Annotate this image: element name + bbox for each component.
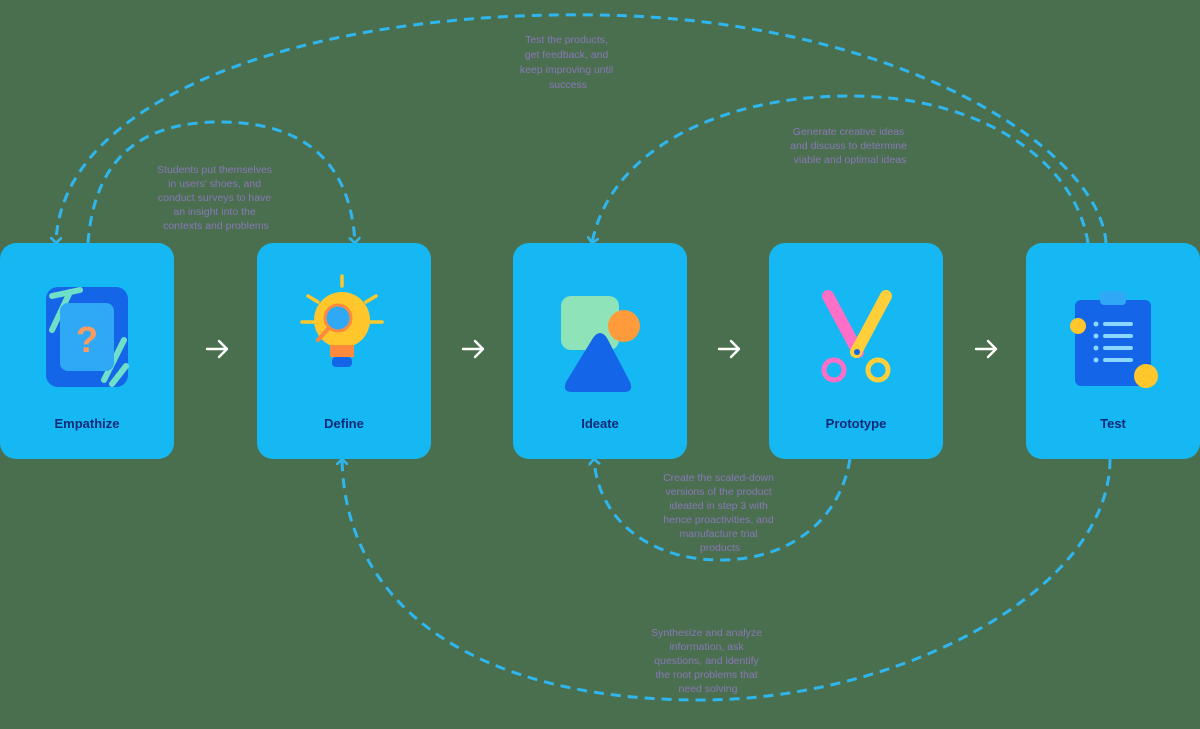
note-line: Students put themselves	[157, 164, 272, 176]
arc-empathize-to-define	[86, 120, 355, 243]
flow-arrow-icon	[717, 339, 741, 359]
note-empathize-to-define: Students put themselves in users' shoes,…	[157, 164, 275, 232]
flow-arrow-icon	[461, 339, 485, 359]
stage-label: Ideate	[581, 416, 619, 431]
scissors-icon	[821, 290, 892, 383]
note-line: products	[700, 542, 740, 554]
note-test-to-define: Synthesize and analyze information, ask …	[651, 627, 765, 695]
note-test-to-empathize: Test the products, get feedback, and kee…	[520, 34, 616, 91]
question-card-icon: ?	[46, 287, 129, 387]
stage-label: Empathize	[54, 416, 119, 431]
note-prototype-to-ideate: Create the scaled-down versions of the p…	[663, 472, 777, 554]
note-line: need solving	[679, 683, 738, 695]
note-line: Synthesize and analyze	[651, 627, 762, 639]
note-line: get feedback, and	[525, 49, 609, 61]
note-line: contexts and problems	[163, 220, 269, 232]
shapes-icon	[561, 296, 640, 392]
stage-test[interactable]: Test	[1026, 243, 1200, 459]
note-line: ideated in step 3 with	[669, 500, 768, 512]
note-line: an insight into the	[173, 206, 255, 218]
note-line: Test the products,	[525, 34, 608, 46]
lightbulb-magnifier-icon	[300, 274, 384, 367]
clipboard-icon	[1070, 291, 1158, 388]
note-line: Generate creative ideas	[793, 126, 904, 138]
arc-test-to-empathize	[56, 13, 1108, 243]
note-line: in users' shoes, and	[168, 178, 261, 190]
note-line: the root problems that	[655, 669, 757, 681]
stage-label: Prototype	[826, 416, 887, 431]
stage-ideate[interactable]: Ideate	[513, 243, 687, 459]
note-line: manufacture trial	[679, 528, 757, 540]
note-line: hence proactivities, and	[663, 514, 773, 526]
arc-test-to-define	[342, 459, 1112, 702]
note-line: Create the scaled-down	[663, 472, 774, 484]
svg-text:?: ?	[76, 319, 98, 360]
note-line: conduct surveys to have	[158, 192, 271, 204]
stage-empathize[interactable]: ? Empathize	[0, 243, 174, 459]
note-line: viable and optimal ideas	[794, 154, 907, 166]
note-test-to-ideate: Generate creative ideas and discuss to d…	[790, 126, 910, 166]
arc-test-to-ideate	[592, 94, 1090, 243]
note-line: success	[549, 79, 587, 91]
note-line: information, ask	[669, 641, 744, 653]
note-line: versions of the product	[665, 486, 771, 498]
stage-label: Define	[324, 416, 364, 431]
note-line: questions, and identify	[654, 655, 759, 667]
stage-prototype[interactable]: Prototype	[769, 243, 943, 459]
flow-arrow-icon	[974, 339, 998, 359]
note-line: and discuss to determine	[790, 140, 907, 152]
flow-arrow-icon	[205, 339, 229, 359]
stage-define[interactable]: Define	[257, 243, 431, 459]
note-line: keep improving until	[520, 64, 613, 76]
stage-label: Test	[1100, 416, 1126, 431]
arc-prototype-to-ideate	[594, 459, 852, 562]
